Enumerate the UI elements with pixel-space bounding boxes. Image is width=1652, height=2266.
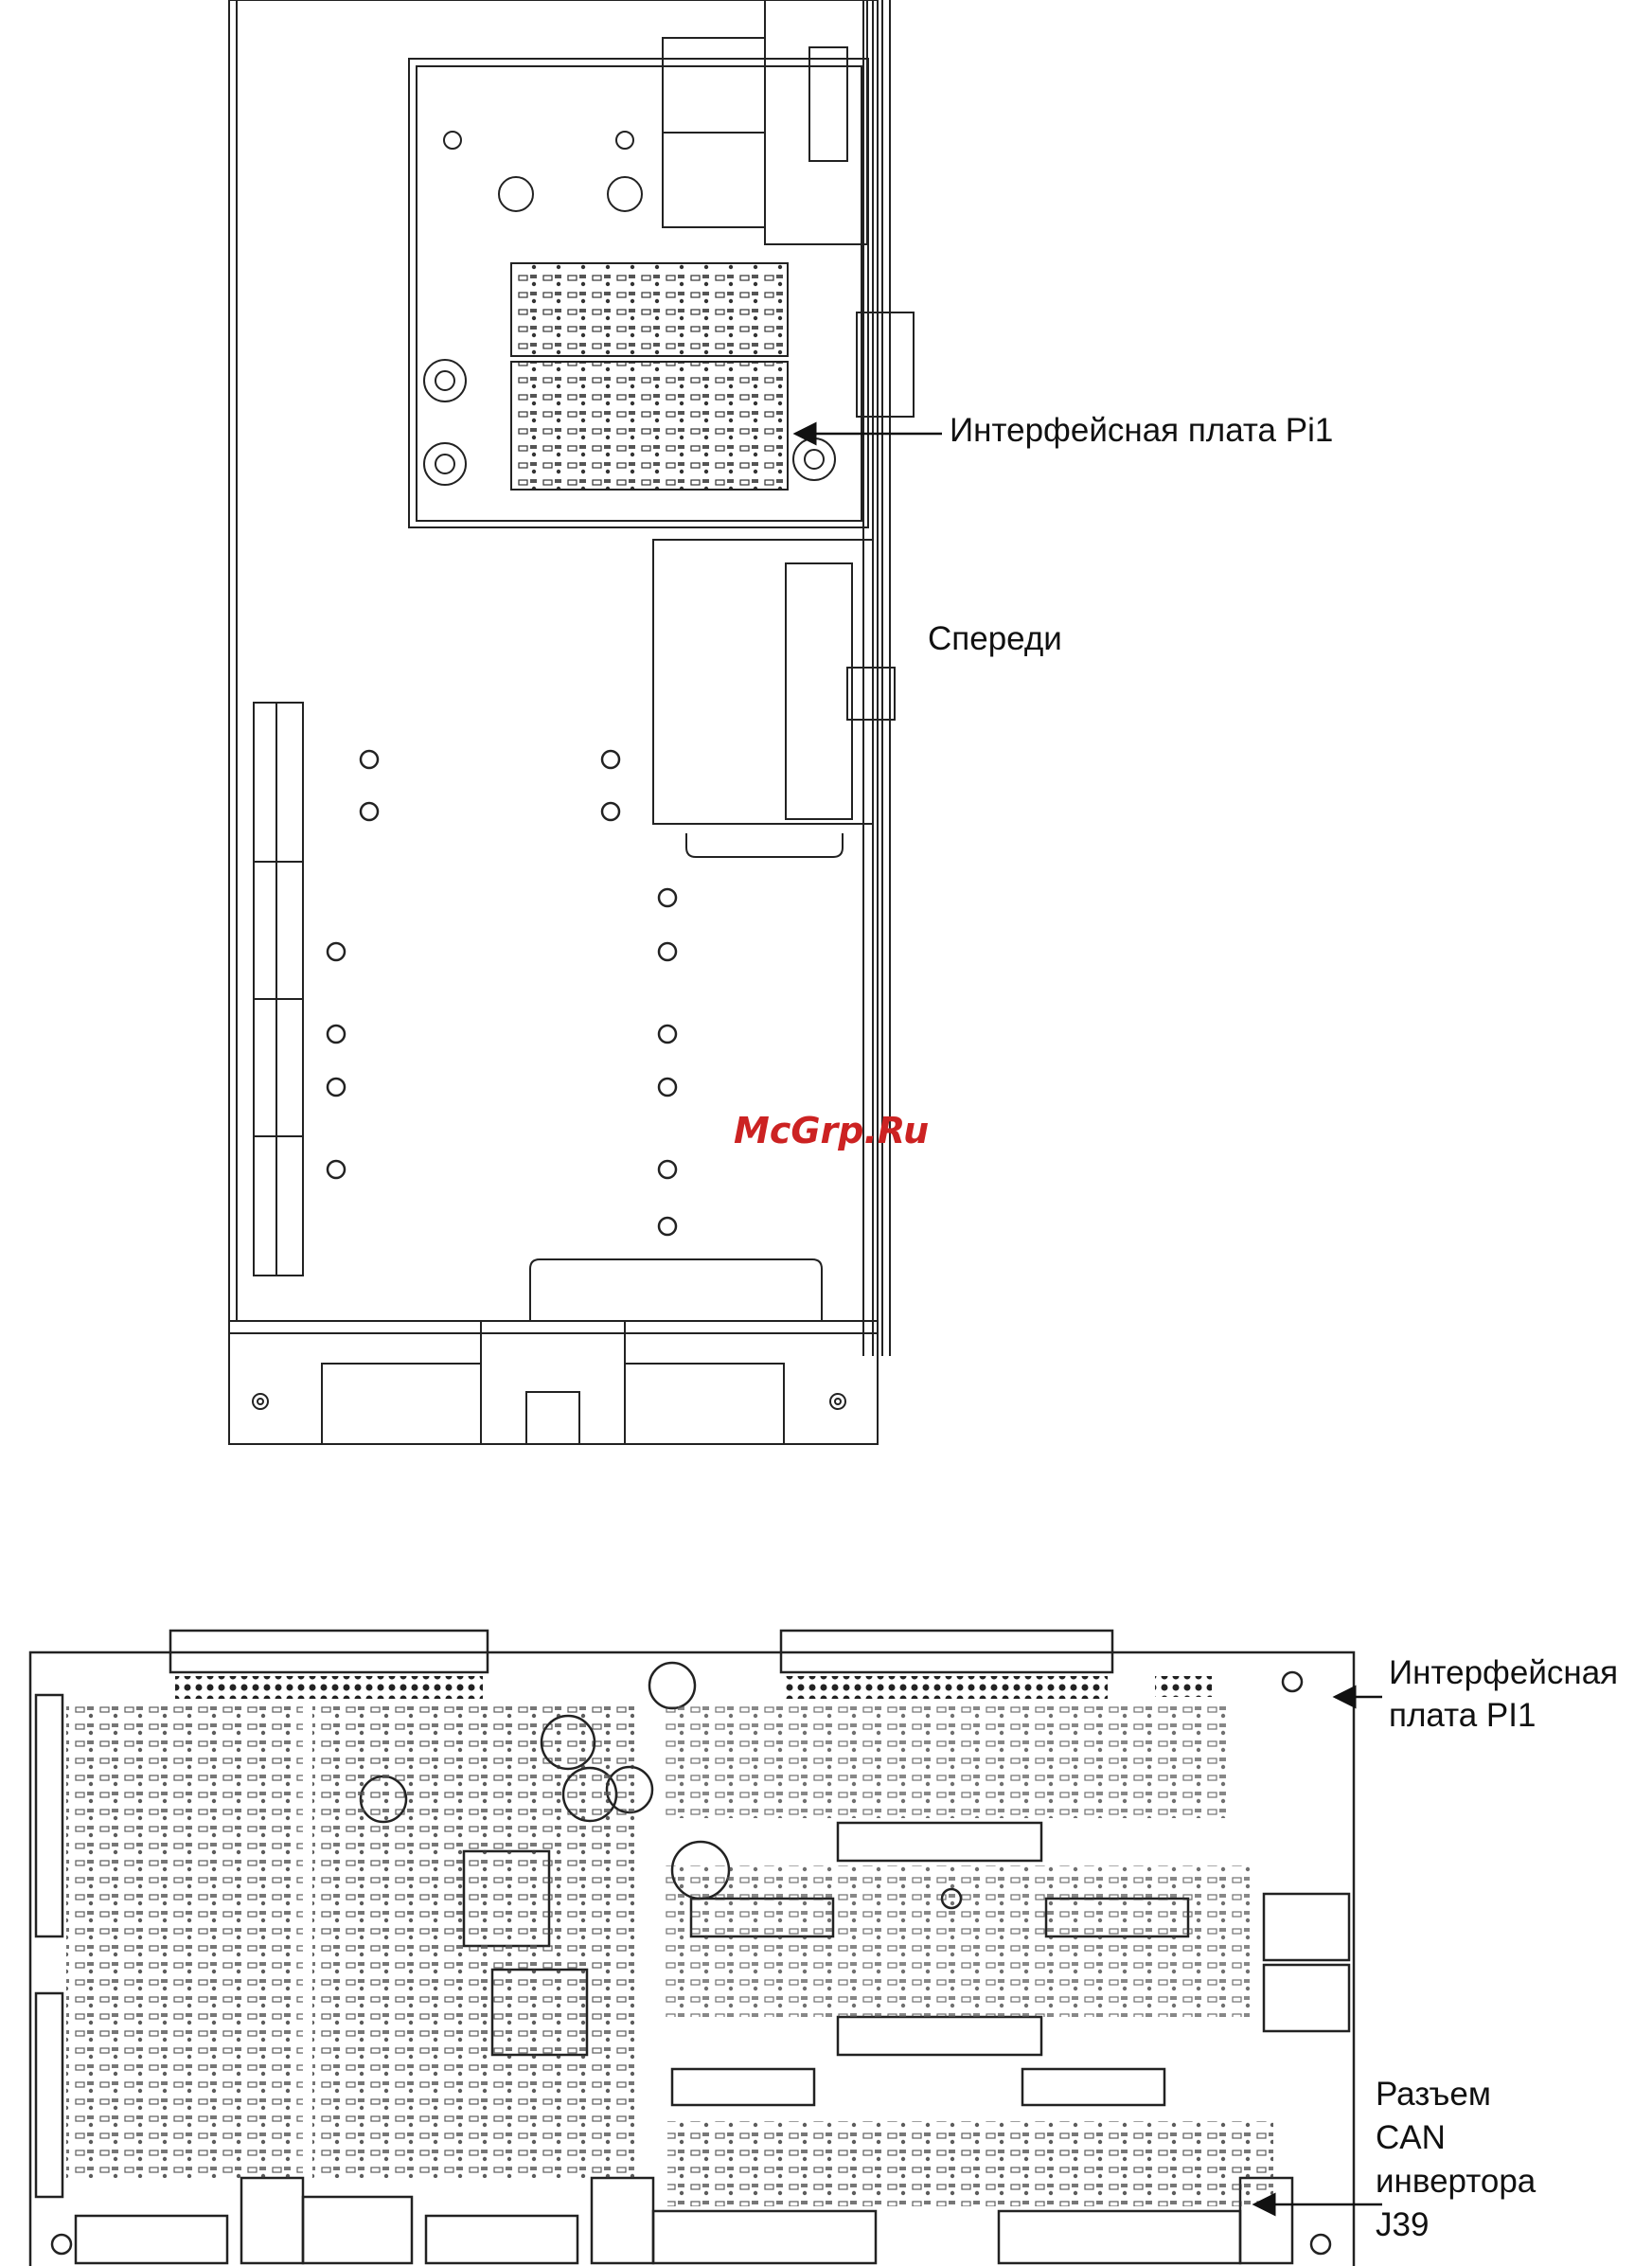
watermark: McGrp.Ru bbox=[734, 1110, 929, 1151]
top-view-holes bbox=[328, 751, 676, 1235]
front-label: Спереди bbox=[928, 618, 1062, 660]
cabinet-top-view bbox=[229, 0, 914, 1444]
can-label-line3: инвертора bbox=[1376, 2161, 1536, 2203]
interface-board-components bbox=[66, 1676, 1273, 2206]
can-label-line2: CAN bbox=[1376, 2117, 1446, 2159]
board-label-line1: Интерфейсная bbox=[1389, 1652, 1618, 1694]
top-view-boards bbox=[511, 263, 788, 490]
can-label-line1: Разъем bbox=[1376, 2074, 1491, 2115]
top-board-label: Интерфейсная плата Pi1 bbox=[950, 410, 1333, 452]
board-label-line2: плата PI1 bbox=[1389, 1695, 1536, 1737]
can-label-line4: J39 bbox=[1376, 2204, 1429, 2246]
